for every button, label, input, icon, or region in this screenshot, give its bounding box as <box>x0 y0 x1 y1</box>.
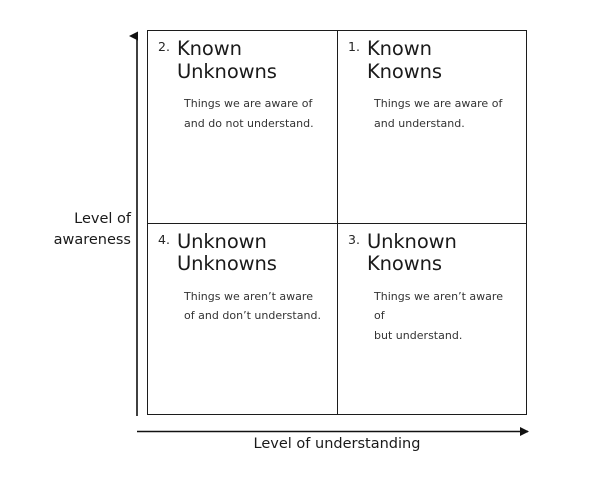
quadrant-title: Known Unknowns <box>176 37 277 83</box>
quadrant-unknown-knowns: 3. Unknown Knowns Things we aren’t aware… <box>337 222 526 414</box>
quadrant-header: 1. Known Knowns <box>348 37 514 83</box>
quadrant-description: Things we aren’t aware of and don’t unde… <box>184 289 321 323</box>
quadrant-title: Unknown Unknowns <box>176 229 277 276</box>
y-axis-label: Level of awareness <box>53 211 131 248</box>
quadrant-header: 2. Known Unknowns <box>158 37 325 83</box>
quadrant-number: 4. <box>158 231 170 247</box>
quadrant-unknown-unknowns: 4. Unknown Unknowns Things we aren’t awa… <box>148 222 337 415</box>
quadrant-number: 3. <box>348 231 360 247</box>
quadrant-header: 3. Unknown Knowns <box>348 229 514 276</box>
quadrant-title: Known Knowns <box>366 37 442 83</box>
quadrant-number: 1. <box>348 39 360 54</box>
quadrant-description: Things we are aware of and do not unders… <box>184 97 314 130</box>
quadrant-number: 2. <box>158 39 170 54</box>
quadrant-header: 4. Unknown Unknowns <box>158 229 325 276</box>
x-axis-label: Level of understanding <box>253 436 421 452</box>
quadrant-matrix: 2. Known Unknowns Things we are aware of… <box>147 30 527 415</box>
quadrant-description: Things we are aware of and understand. <box>374 97 503 130</box>
quadrant-known-unknowns: 2. Known Unknowns Things we are aware of… <box>148 31 337 223</box>
quadrant-known-knowns: 1. Known Knowns Things we are aware of a… <box>337 31 526 223</box>
quadrant-description: Things we aren’t aware of but understand… <box>374 289 504 342</box>
quadrant-title: Unknown Knowns <box>366 229 457 276</box>
